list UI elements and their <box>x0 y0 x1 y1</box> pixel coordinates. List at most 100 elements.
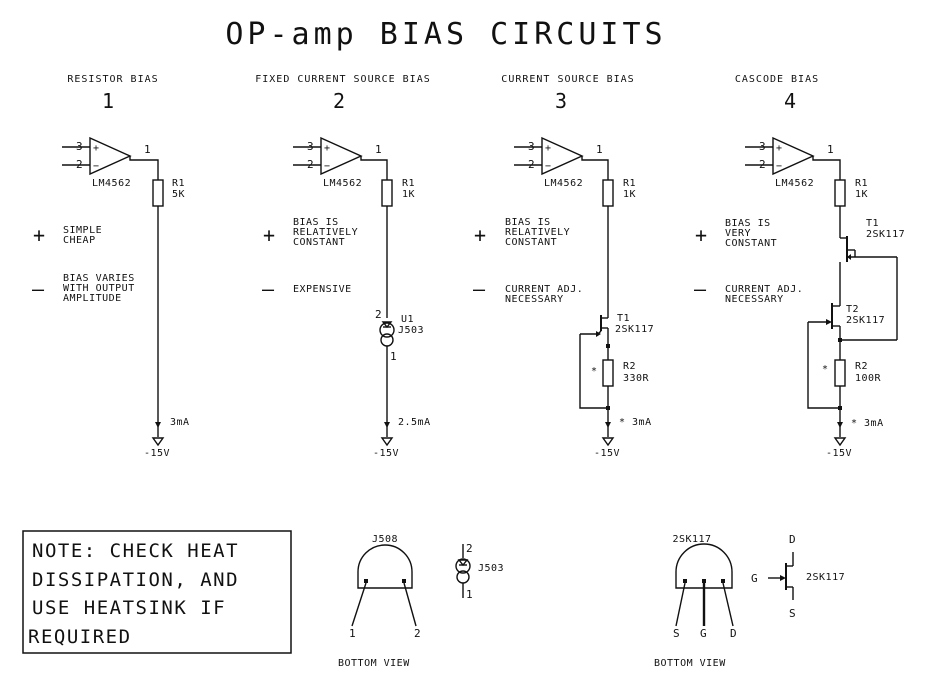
current-label: 2.5mA <box>398 417 431 428</box>
component-value: J503 <box>398 325 424 336</box>
package-label: 2SK117 <box>672 534 711 545</box>
note-line: NOTE: CHECK HEAT <box>32 540 239 562</box>
section-heading: CASCODE BIAS <box>735 74 819 85</box>
pros-line: BIAS IS <box>293 217 339 228</box>
pros-line: BIAS IS <box>725 218 771 229</box>
cons-line: CURRENT ADJ. <box>505 284 583 295</box>
transistor-value: 2SK117 <box>615 324 654 335</box>
pin-label: 1 <box>466 588 473 601</box>
resistor-value: 330R <box>623 373 650 384</box>
component-label: J503 <box>478 563 504 574</box>
bottom-view-label: BOTTOM VIEW <box>338 658 410 669</box>
section-heading: RESISTOR BIAS <box>67 74 158 85</box>
plus-sign: + <box>263 223 275 247</box>
gate-label: G <box>751 572 758 585</box>
pros-line: CONSTANT <box>293 237 345 248</box>
resistor-label: R2 <box>623 361 636 372</box>
note-line: DISSIPATION, AND <box>32 569 239 591</box>
resistor-label: R1 <box>855 178 868 189</box>
section-heading: CURRENT SOURCE BIAS <box>501 74 634 85</box>
2sk117-symbol: D G S 2SK117 <box>751 533 845 620</box>
cons-line: NECESSARY <box>505 294 564 305</box>
pin-label: 3 <box>76 140 83 153</box>
current-label: * 3mA <box>619 417 652 428</box>
pros-line: BIAS IS <box>505 217 551 228</box>
section-2-fixed-current-source-bias: FIXED CURRENT SOURCE BIAS 2 3 2 LM4562 1… <box>255 74 431 459</box>
section-number: 1 <box>102 89 114 113</box>
minus-sign: — <box>262 277 275 301</box>
pin-label: 2 <box>307 158 314 171</box>
current-label: 3mA <box>170 417 190 428</box>
pin-label: 1 <box>596 143 603 156</box>
pin-label: 2 <box>466 542 473 555</box>
cons-line: NECESSARY <box>725 294 784 305</box>
pin-label: 3 <box>528 140 535 153</box>
pros-line: CONSTANT <box>505 237 557 248</box>
pin-label: 1 <box>375 143 382 156</box>
transistor-label: T2 <box>846 304 859 315</box>
cons-line: CURRENT ADJ. <box>725 284 803 295</box>
transistor-label: T1 <box>866 218 879 229</box>
cons-line: WITH OUTPUT <box>63 283 135 294</box>
source-label: S <box>789 607 796 620</box>
pin-label: 2 <box>414 627 421 640</box>
supply-label: -15V <box>373 448 399 459</box>
resistor-symbol <box>834 359 846 387</box>
resistor-label: R1 <box>623 178 636 189</box>
j508-package: J508 1 2 BOTTOM VIEW <box>338 534 421 669</box>
resistor-symbol <box>602 179 614 207</box>
2sk117-package: 2SK117 S G D BOTTOM VIEW <box>654 534 737 669</box>
opamp-symbol <box>744 137 814 175</box>
transistor-value: 2SK117 <box>866 229 905 240</box>
section-number: 3 <box>555 89 567 113</box>
bottom-view-label: BOTTOM VIEW <box>654 658 726 669</box>
pin-label: 3 <box>307 140 314 153</box>
cons-line: EXPENSIVE <box>293 284 352 295</box>
plus-sign: + <box>33 223 45 247</box>
note-line: REQUIRED <box>28 626 132 648</box>
supply-label: -15V <box>594 448 620 459</box>
opamp-symbol <box>61 137 131 175</box>
pin-label: 1 <box>390 350 397 363</box>
pros-line: CONSTANT <box>725 238 777 249</box>
section-4-cascode-bias: CASCODE BIAS 4 3 2 LM4562 1 R1 1K T1 2SK… <box>694 74 905 459</box>
pin-label: 1 <box>144 143 151 156</box>
opamp-symbol <box>292 137 362 175</box>
section-heading: FIXED CURRENT SOURCE BIAS <box>255 74 431 85</box>
pin-label: 2 <box>759 158 766 171</box>
jfet-symbol-t1 <box>840 236 897 262</box>
current-label: * 3mA <box>851 418 884 429</box>
pros-line: CHEAP <box>63 235 96 246</box>
minus-sign: — <box>32 277 45 301</box>
resistor-symbol <box>152 179 164 207</box>
resistor-value: 1K <box>623 189 636 200</box>
plus-sign: + <box>695 223 707 247</box>
section-number: 2 <box>333 89 345 113</box>
resistor-symbol <box>602 359 614 387</box>
jfet-symbol-t2 <box>808 262 841 329</box>
resistor-label: R1 <box>402 178 415 189</box>
opamp-label: LM4562 <box>544 178 583 189</box>
cons-line: BIAS VARIES <box>63 273 135 284</box>
resistor-value: 1K <box>402 189 415 200</box>
resistor-value: 5K <box>172 189 185 200</box>
section-1-resistor-bias: RESISTOR BIAS 1 3 2 LM4562 1 R1 5K 3mA -… <box>32 74 190 459</box>
minus-sign: — <box>694 277 707 301</box>
pros-line: RELATIVELY <box>293 227 358 238</box>
pin-label: 1 <box>827 143 834 156</box>
pin-label: 3 <box>759 140 766 153</box>
resistor-label: R2 <box>855 361 868 372</box>
star-mark: * <box>591 366 598 377</box>
section-3-current-source-bias: CURRENT SOURCE BIAS 3 3 2 LM4562 1 R1 1K… <box>473 74 654 459</box>
resistor-symbol <box>381 179 393 207</box>
cons-line: AMPLITUDE <box>63 293 122 304</box>
opamp-label: LM4562 <box>775 178 814 189</box>
pin-label: S <box>673 627 680 640</box>
transistor-label: T1 <box>617 313 630 324</box>
pin-label: 2 <box>76 158 83 171</box>
star-mark: * <box>822 364 829 375</box>
opamp-symbol <box>513 137 583 175</box>
component-label: 2SK117 <box>806 572 845 583</box>
jfet-symbol <box>580 315 608 337</box>
